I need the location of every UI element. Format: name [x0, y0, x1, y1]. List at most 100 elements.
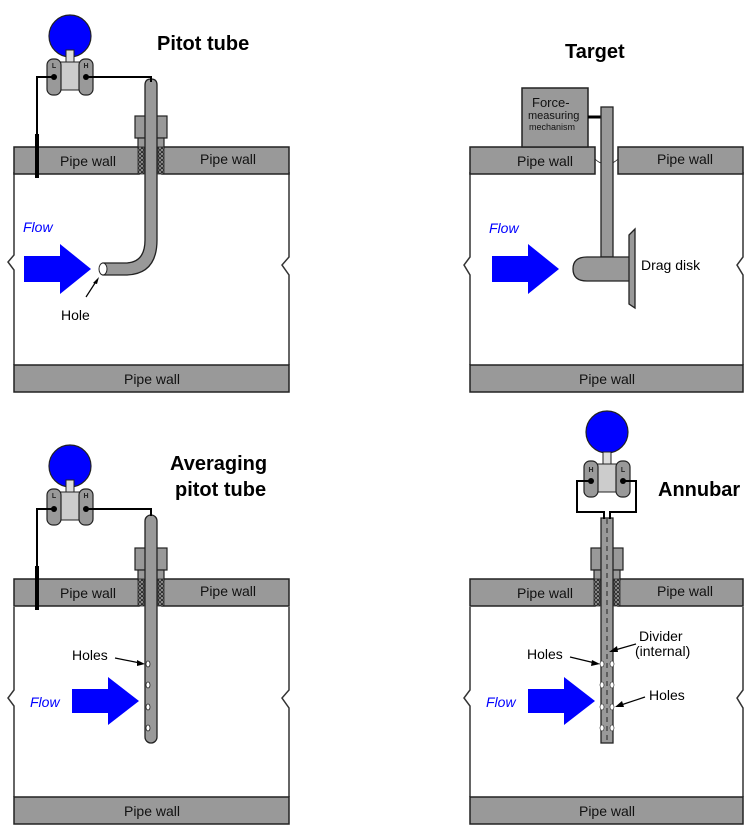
flow-arrow-icon — [72, 677, 139, 725]
callout-arrowhead-icon — [609, 646, 618, 652]
callout-arrowhead-icon — [137, 660, 145, 666]
callout-arrowhead-icon — [615, 701, 624, 707]
callout-holes: Holes — [72, 647, 108, 663]
hole-icon — [609, 660, 615, 668]
pipe-wall-label: Pipe wall — [579, 371, 635, 387]
pipe-wall-label: Pipe wall — [200, 583, 256, 599]
hole-icon — [145, 681, 151, 689]
impulse-line-low — [36, 508, 54, 570]
panel-title: Annubar — [658, 479, 740, 501]
panel-averaging-pitot-tube: Averaging pitot tube Pipe wall Pipe wall… — [7, 444, 290, 825]
flow-arrow-icon — [492, 244, 559, 294]
hole-icon — [145, 660, 151, 668]
pipe-wall-label: Pipe wall — [124, 803, 180, 819]
flow-arrow-icon — [528, 677, 595, 725]
callout-leader — [569, 656, 596, 664]
pipe-left-edge — [463, 172, 471, 365]
pipe-wall-top-right — [161, 146, 290, 175]
pipe-wall-label: Pipe wall — [657, 583, 713, 599]
callout-leader — [114, 657, 141, 664]
callout-arrowhead-icon — [591, 660, 600, 666]
callout-divider: Divider — [639, 628, 683, 644]
pipe-wall-label: Pipe wall — [657, 151, 713, 167]
pipe-wall-bottom — [469, 364, 744, 393]
callout-arrowhead-icon — [93, 277, 99, 284]
pipe-wall-label: Pipe wall — [517, 153, 573, 169]
hole-icon — [599, 681, 605, 689]
pipe-wall-top-right — [617, 146, 744, 175]
panel-title: Target — [565, 41, 625, 63]
port-label-low: L — [52, 63, 57, 70]
impulse-line-low — [609, 480, 637, 519]
impulse-line-low — [36, 76, 54, 140]
panel-title-line: Averaging — [170, 453, 267, 475]
pipe-wall-label: Pipe wall — [579, 803, 635, 819]
hole-icon — [145, 724, 151, 732]
flow-label: Flow — [23, 219, 53, 235]
port-label-high: H — [83, 493, 88, 500]
hole-icon — [609, 681, 615, 689]
impulse-line-high — [86, 76, 152, 82]
flow-label: Flow — [30, 694, 60, 710]
pipe-right-edge — [281, 607, 290, 797]
pipe-right-edge — [281, 172, 290, 365]
pipe-wall-bottom — [13, 364, 290, 393]
hole-icon — [599, 724, 605, 732]
port-label-high: H — [83, 63, 88, 70]
pipe-right-edge — [736, 172, 744, 365]
hole-icon — [609, 703, 615, 711]
mechanism-label: measuring — [528, 110, 579, 122]
pipe-wall-bottom — [469, 796, 744, 825]
pipe-left-edge — [463, 607, 471, 797]
panel-title-line: pitot tube — [175, 479, 266, 501]
pipe-wall-top-left — [469, 146, 596, 175]
mechanism-label: Force- — [532, 95, 570, 110]
callout-drag-disk: Drag disk — [641, 257, 701, 273]
panel-title: Pitot tube — [157, 33, 249, 55]
callout-leader — [614, 643, 637, 651]
pipe-wall-top-right — [617, 578, 744, 607]
hole-icon — [599, 703, 605, 711]
pipe-wall-top-left — [469, 578, 596, 607]
panel-pitot-tube: Pitot tube Pipe wall Pipe wall Pipe wall… — [7, 14, 290, 393]
sensing-holes — [599, 660, 615, 732]
hole-icon — [609, 724, 615, 732]
pipe-left-edge — [7, 172, 15, 365]
dp-transmitter: H L — [583, 410, 631, 498]
panel-annubar: Annubar Pipe wall Pipe wall Pipe wall — [463, 410, 744, 825]
mechanism-label: mechanism — [529, 122, 575, 132]
panel-target: Target Pipe wall Pipe wall Pipe wall For… — [463, 41, 744, 393]
callout-hole: Hole — [61, 307, 90, 323]
target-arm — [572, 256, 633, 282]
pipe-wall-label: Pipe wall — [124, 371, 180, 387]
sensing-holes — [145, 660, 151, 732]
callout-divider-note: (internal) — [635, 643, 690, 659]
pipe-wall-label: Pipe wall — [60, 585, 116, 601]
pipe-right-edge — [736, 607, 744, 797]
port-label-low: L — [52, 493, 57, 500]
target-stem — [600, 106, 614, 258]
flow-label: Flow — [486, 694, 516, 710]
pipe-left-edge — [7, 607, 15, 797]
pitot-tube — [102, 78, 158, 276]
callout-holes-upstream: Holes — [527, 646, 563, 662]
callout-holes-downstream: Holes — [649, 687, 685, 703]
pipe-wall-top-left — [13, 146, 140, 175]
transmitter-head-icon — [585, 410, 629, 454]
port-label-low: L — [621, 467, 626, 474]
force-measuring-mechanism — [521, 87, 589, 148]
flow-label: Flow — [489, 220, 519, 236]
pipe-wall-label: Pipe wall — [60, 153, 116, 169]
hole-icon — [599, 660, 605, 668]
hole-icon — [145, 703, 151, 711]
hole-icon — [98, 262, 108, 276]
impulse-line-high — [86, 508, 152, 516]
pipe-wall-bottom — [13, 796, 290, 825]
impulse-line-high — [576, 480, 605, 519]
drag-disk — [628, 227, 636, 310]
flow-arrow-icon — [24, 244, 91, 294]
pipe-wall-label: Pipe wall — [517, 585, 573, 601]
port-label-high: H — [588, 467, 593, 474]
dp-transmitter: L H — [46, 444, 94, 526]
